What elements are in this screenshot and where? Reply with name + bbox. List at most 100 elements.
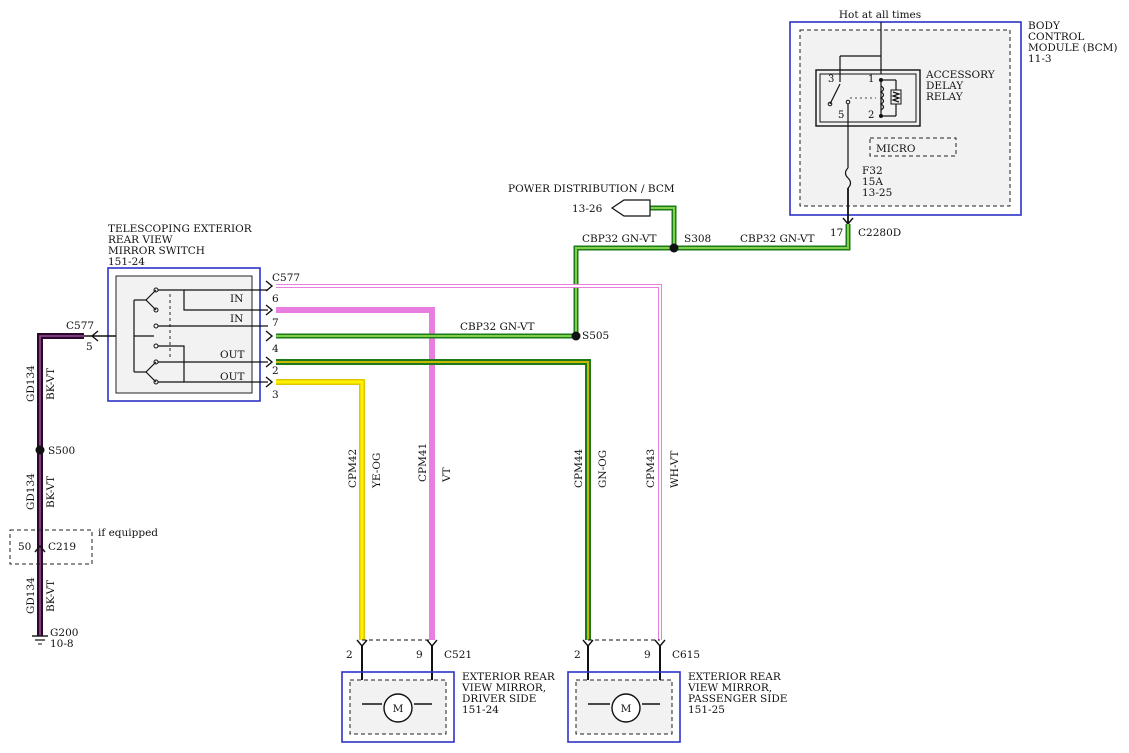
relay-contact-arm <box>829 83 841 105</box>
wire-labels: CPM42 YE-OG CPM41 VT CPM44 GN-OG CPM43 W… <box>347 443 681 489</box>
cpm43-color-label: WH-VT <box>669 451 681 488</box>
relay-title-line1: ACCESSORY <box>925 69 996 81</box>
c615-pin-2: 2 <box>574 649 581 661</box>
fuse-f32-label: F32 <box>862 165 883 177</box>
c577-pin3-arrow <box>265 376 274 388</box>
relay-title-line3: RELAY <box>926 91 964 103</box>
fuse-rating: 15A <box>862 176 883 188</box>
cpm44-wire-stripe <box>276 361 589 640</box>
gd134-label-2: GD134 <box>25 473 37 510</box>
cpm41-label: CPM41 <box>417 443 429 482</box>
connector-c521: C521 <box>444 649 472 661</box>
switch-trace-in1 <box>158 289 268 311</box>
c219-pin-50: 50 <box>18 541 31 553</box>
cbp32-right-label: CBP32 GN-VT <box>740 233 814 245</box>
power-distribution-pointer <box>610 199 651 217</box>
passenger-motor-icon <box>611 693 641 723</box>
relay-title-line2: DELAY <box>926 80 964 92</box>
c577-pin7-arrow <box>265 330 274 342</box>
connector-c577-left: C577 <box>66 320 94 332</box>
gd134-wire-stripe <box>39 335 84 636</box>
switch-title-line2: REAR VIEW <box>108 234 173 246</box>
c577-pin-7: 7 <box>272 317 279 329</box>
switch-trace-out2 <box>158 345 268 383</box>
hot-at-all-times-label: Hot at all times <box>839 9 921 21</box>
passenger-mirror: M 2 9 C615 EXTERIOR REAR VIEW MIRROR, PA… <box>567 639 787 743</box>
c577-pin-5: 5 <box>86 341 93 353</box>
switch-in-label-1: IN <box>230 293 243 305</box>
cpm42-wire-outer <box>276 379 365 640</box>
driver-title-line2: VIEW MIRROR, <box>461 682 546 694</box>
cpm44-label: CPM44 <box>573 448 585 488</box>
c577-pin6-arrow <box>265 304 274 316</box>
driver-title-line1: EXTERIOR REAR <box>462 671 556 683</box>
contact-point <box>845 99 851 105</box>
gd134-label-3: GD134 <box>25 577 37 614</box>
cpm42-label: CPM42 <box>347 449 359 488</box>
driver-motor-icon <box>383 693 413 723</box>
cpm42-color-label: YE-OG <box>371 453 383 489</box>
switch-poles <box>145 289 157 383</box>
connector-c577-top: C577 <box>272 272 300 284</box>
bk-vt-label-3: BK-VT <box>45 580 57 612</box>
cbp32-mid-label: CBP32 GN-VT <box>460 321 534 333</box>
relay-pin-2: 2 <box>868 110 874 121</box>
resistor-zigzag <box>891 91 901 103</box>
cpm42-wire-inner <box>276 380 364 640</box>
fuse-ref: 13-25 <box>862 187 892 199</box>
bcm-module: Hot at all times BODY CONTROL MODULE (BC… <box>789 9 1118 239</box>
micro-label: MICRO <box>876 143 916 155</box>
c577-pin-3: 3 <box>272 389 279 401</box>
if-equipped-label: if equipped <box>98 527 158 539</box>
power-distribution-title: POWER DISTRIBUTION / BCM <box>508 183 675 195</box>
c577-pin-6: 6 <box>272 293 279 305</box>
splice-s500-label: S500 <box>48 445 75 457</box>
splice-s500 <box>35 445 45 455</box>
bcm-pin-17: 17 <box>830 227 843 239</box>
cpm43-label: CPM43 <box>645 449 657 488</box>
driver-mirror-outline <box>341 671 455 743</box>
relay-outer <box>815 69 921 127</box>
driver-title-line3: DRIVER SIDE <box>462 693 536 705</box>
s308-feed-stripe <box>650 207 675 248</box>
passenger-motor-label: M <box>621 703 632 715</box>
c577-pin5-arrow <box>90 330 99 342</box>
switch-title-line1: TELESCOPING EXTERIOR <box>108 223 253 235</box>
cpm43-wire-inner <box>276 285 661 640</box>
connector-c219: C219 <box>48 541 76 553</box>
c521-pin9-arrow <box>426 639 438 648</box>
c577-pin-2: 2 <box>272 365 279 377</box>
passenger-title-line2: VIEW MIRROR, <box>687 682 772 694</box>
relay-coil <box>879 85 885 111</box>
bcm-outline <box>789 21 1022 216</box>
c615-pin9-arrow <box>654 639 666 648</box>
switch-in-label-2: IN <box>230 313 243 325</box>
passenger-title-line1: EXTERIOR REAR <box>688 671 782 683</box>
switch-ref: 151-24 <box>108 256 145 268</box>
cpm41-wire <box>276 307 435 640</box>
c521-pin-2: 2 <box>346 649 353 661</box>
bcm-title-line3: MODULE (BCM) <box>1028 42 1118 54</box>
bcm-title-line2: CONTROL <box>1028 31 1084 43</box>
switch-out-label-1: OUT <box>220 349 244 361</box>
cbp32-wire-stripe <box>575 224 849 336</box>
relay-pin-5: 5 <box>838 110 844 121</box>
splice-s505-label: S505 <box>582 330 609 342</box>
c577-top-arrow <box>265 280 274 292</box>
switch-outline <box>107 267 261 402</box>
splice-s308-label: S308 <box>684 233 711 245</box>
bk-vt-label-2: BK-VT <box>45 476 57 508</box>
power-distribution-ref: 13-26 <box>572 203 603 215</box>
c577-pin-4: 4 <box>272 343 279 355</box>
relay-pin-3: 3 <box>828 74 834 85</box>
gd134-label-1: GD134 <box>25 365 37 402</box>
bcm-dashed-boundary <box>799 29 1011 207</box>
bk-vt-label-1: BK-VT <box>45 368 57 400</box>
fuse-f32-symbol <box>844 167 852 189</box>
switch-title-line3: MIRROR SWITCH <box>108 245 205 257</box>
switch-out-label-2: OUT <box>220 371 244 383</box>
c615-pin2-arrow <box>582 639 594 648</box>
ground-circuit: GD134 BK-VT S500 GD134 BK-VT 50 C219 if … <box>9 333 158 650</box>
bcm-title-line1: BODY <box>1028 20 1061 32</box>
passenger-ref: 151-25 <box>688 704 725 716</box>
